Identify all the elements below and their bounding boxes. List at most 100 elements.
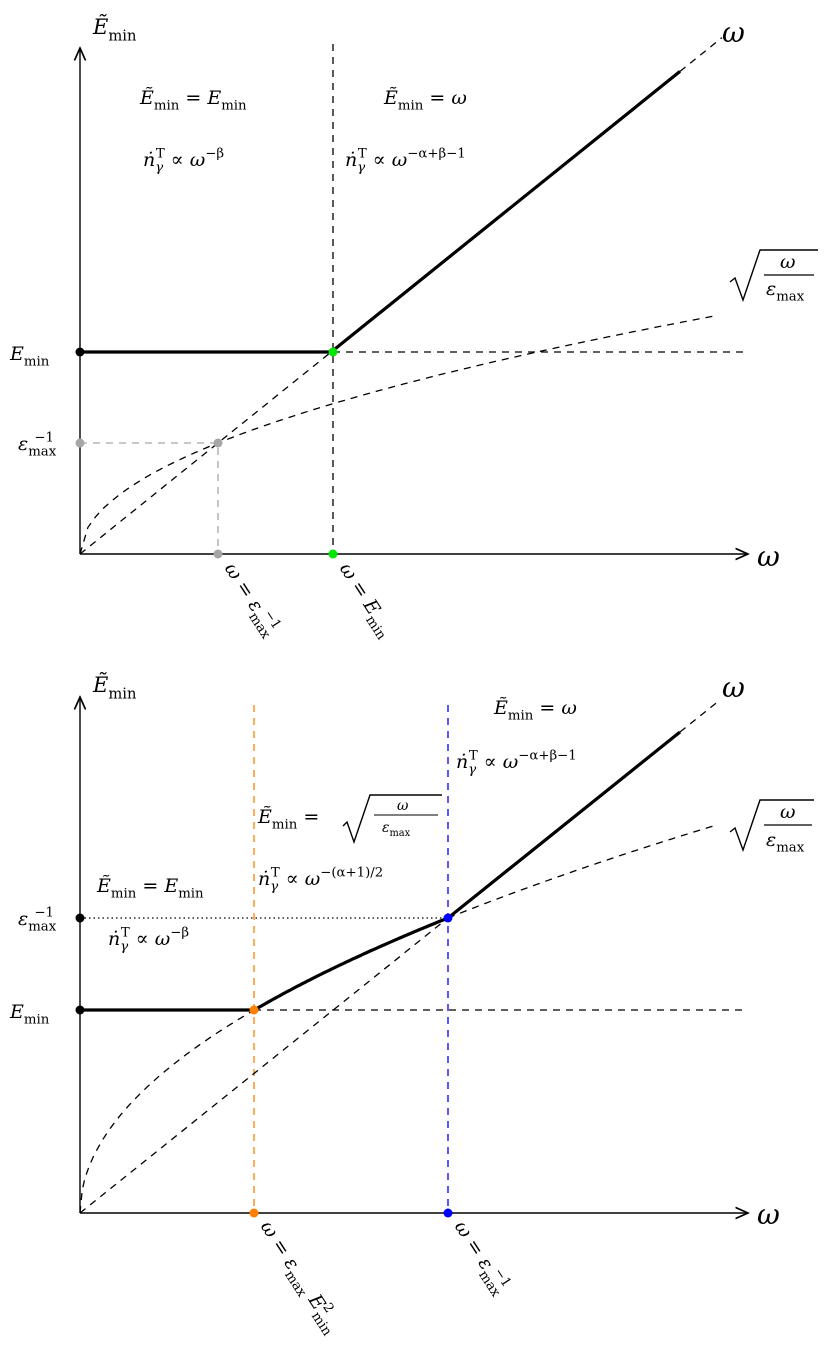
top-emin-x-label: ω = Emin bbox=[331, 559, 399, 643]
bottom-y-axis-label: Ẽmin bbox=[92, 673, 137, 702]
sqrt-denominator: εmax bbox=[766, 829, 805, 856]
label-segment: ω bbox=[155, 928, 171, 950]
label-segment: ṅ bbox=[345, 149, 357, 171]
label-segment: ω = ε bbox=[450, 1217, 498, 1274]
label-segment: ω bbox=[722, 16, 745, 49]
label-segment: ω = ε bbox=[220, 559, 268, 616]
label-segment: E bbox=[206, 87, 221, 109]
label-segment: Ẽ bbox=[96, 875, 111, 897]
sqrt-numerator: ω bbox=[780, 251, 796, 273]
bottom-emin-dot bbox=[75, 1005, 85, 1015]
label-segment: ∝ bbox=[367, 149, 392, 171]
label-segment: T bbox=[271, 865, 280, 880]
label-segment: min bbox=[108, 27, 137, 44]
label-segment: −(α+1)/2 bbox=[320, 865, 383, 880]
label-segment: −α+β−1 bbox=[407, 146, 466, 161]
label-segment: min bbox=[24, 355, 50, 370]
label-segment: Ẽ bbox=[92, 15, 108, 39]
label-segment: = bbox=[297, 806, 319, 828]
label-segment: ∝ bbox=[478, 751, 503, 773]
top-eps-x-label: ω = εmax−1 bbox=[216, 557, 285, 642]
bottom-blue-dot bbox=[443, 913, 453, 923]
label-segment: γ bbox=[468, 763, 476, 778]
label-segment: ω bbox=[305, 868, 321, 890]
bottom-region3-rate: ṅγT ∝ ω−α+β−1 bbox=[456, 748, 577, 777]
top-y-axis-label: Ẽmin bbox=[92, 15, 137, 44]
label-segment: min bbox=[111, 887, 137, 902]
label-segment: min bbox=[308, 1309, 335, 1339]
label-segment: ω bbox=[780, 801, 796, 823]
label-segment: max bbox=[28, 920, 57, 935]
bottom-emin-tick-label: Emin bbox=[9, 1001, 50, 1028]
bottom-x-axis-label: ω bbox=[757, 1198, 780, 1231]
label-segment: min bbox=[398, 99, 424, 114]
bottom-region2-title: Ẽmin = bbox=[257, 806, 319, 833]
label-segment: = bbox=[423, 87, 451, 109]
label-segment: ṅ bbox=[456, 751, 468, 773]
label-segment: ω bbox=[190, 149, 206, 171]
top-emin-dot bbox=[75, 347, 85, 357]
label-segment: ω = ε bbox=[256, 1217, 304, 1274]
label-segment: min bbox=[108, 685, 137, 702]
radical-sign bbox=[729, 799, 814, 853]
bottom-region2-sqrt: ω εmax bbox=[342, 794, 442, 845]
bottom-blue-x-dot bbox=[443, 1208, 453, 1218]
label-segment: ω bbox=[561, 697, 577, 719]
label-segment: min bbox=[24, 1013, 50, 1028]
top-region2-title: Ẽmin = ω bbox=[383, 87, 467, 114]
label-segment: Ẽ bbox=[92, 673, 108, 697]
label-segment: min bbox=[154, 99, 180, 114]
label-segment: max bbox=[390, 828, 411, 839]
label-segment: max bbox=[776, 290, 805, 305]
label-segment: Ẽ bbox=[139, 87, 154, 109]
top-region1-title: Ẽmin = Emin bbox=[139, 87, 247, 114]
label-segment: Ẽ bbox=[257, 806, 272, 828]
top-identity-dashed bbox=[79, 37, 723, 555]
label-segment: T bbox=[156, 146, 165, 161]
label-segment: = bbox=[533, 697, 561, 719]
label-segment: −α+β−1 bbox=[518, 748, 577, 763]
label-segment: ω bbox=[757, 540, 780, 573]
label-segment: = bbox=[136, 875, 164, 897]
label-segment: ω bbox=[757, 1198, 780, 1231]
top-green-x-dot bbox=[328, 549, 338, 559]
bottom-region1-title: Ẽmin = Emin bbox=[96, 875, 204, 902]
label-segment: ε bbox=[18, 908, 28, 930]
label-segment: −β bbox=[170, 925, 189, 940]
label-segment: ε bbox=[382, 820, 390, 836]
label-segment: min bbox=[508, 709, 534, 724]
bottom-region1-rate: ṅγT ∝ ω−β bbox=[108, 925, 189, 954]
label-segment: max bbox=[776, 841, 805, 856]
label-segment: ω bbox=[722, 671, 745, 704]
top-sqrt-dashed bbox=[79, 315, 716, 555]
label-segment: min bbox=[272, 818, 298, 833]
top-diag-label: ω bbox=[722, 16, 745, 49]
label-segment: ṅ bbox=[143, 149, 155, 171]
top-eps-x-dot bbox=[213, 549, 223, 559]
label-segment: −β bbox=[205, 146, 224, 161]
label-segment: min bbox=[362, 613, 389, 643]
label-segment: Ẽ bbox=[383, 87, 398, 109]
radical-sign bbox=[729, 249, 818, 303]
top-region2-rate: ṅγT ∝ ω−α+β−1 bbox=[345, 146, 466, 175]
top-panel: Ẽmin ω ω Ẽmin = Emin ṅγT ∝ ω−β Ẽmin = ω … bbox=[9, 15, 818, 643]
top-eps-dot bbox=[75, 438, 85, 448]
label-segment: ṅ bbox=[258, 868, 270, 890]
top-x-axis-label: ω bbox=[757, 540, 780, 573]
label-segment: min bbox=[221, 99, 247, 114]
bottom-solid-curve bbox=[80, 730, 682, 1014]
label-segment: ω bbox=[451, 87, 467, 109]
bottom-sqrt-label: ω εmax bbox=[729, 799, 814, 856]
label-segment: −1 bbox=[34, 905, 54, 920]
bottom-region2-rate: ṅγT ∝ ω−(α+1)/2 bbox=[258, 865, 383, 894]
label-segment: ε bbox=[766, 829, 776, 851]
label-segment: ω = E bbox=[335, 559, 385, 619]
bottom-sqrt-dashed bbox=[79, 824, 716, 1214]
label-segment: γ bbox=[120, 940, 128, 955]
top-emin-tick-label: Emin bbox=[9, 343, 50, 370]
sqrt-numerator: ω bbox=[397, 798, 409, 814]
label-segment: ε bbox=[18, 433, 28, 455]
label-segment: ω bbox=[397, 798, 409, 814]
label-segment: ω bbox=[392, 149, 408, 171]
